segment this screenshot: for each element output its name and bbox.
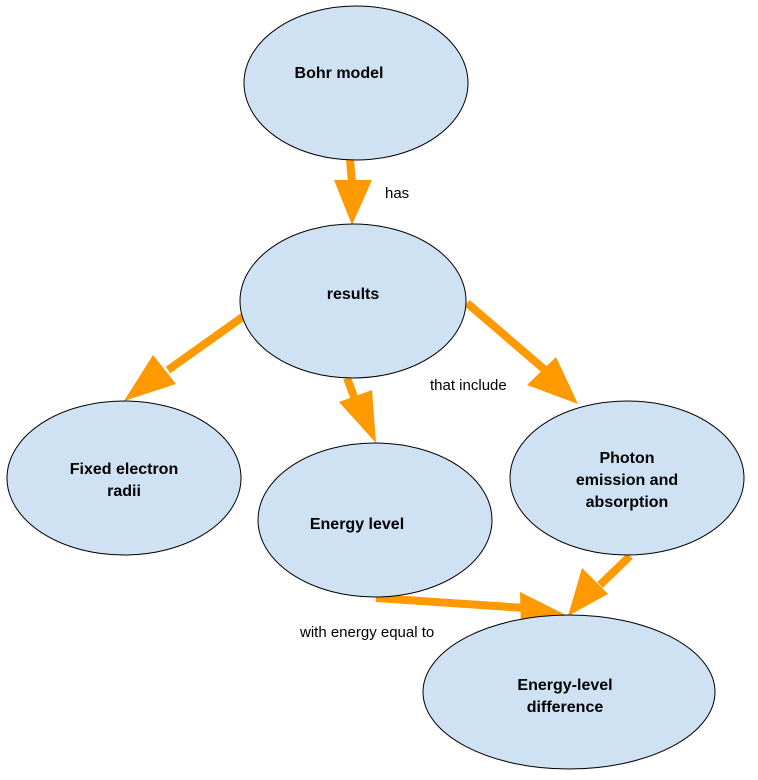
node-shape [6,400,242,556]
edge-line [597,553,633,588]
node-label: Energy-level [517,677,612,694]
node-bohr-model[interactable]: Bohr model [243,5,469,161]
edge-label-with-energy-equal-to: with energy equal to [299,624,434,641]
node-label: results [327,286,380,303]
arrowhead-icon [527,357,578,404]
arrowhead-icon [568,568,608,616]
edge-line [346,159,356,183]
node-results[interactable]: results [239,223,467,379]
node-label: absorption [586,494,669,511]
edge-results-fixed [124,312,247,401]
node-label: Fixed electron [70,461,178,478]
edge-results-energy [339,376,376,443]
node-shape [422,614,716,770]
node-shape [257,442,493,598]
node-shape [509,400,745,556]
node-shape [239,223,467,379]
node-label: radii [107,483,141,500]
arrowhead-icon [124,355,176,401]
node-label: Energy level [310,516,404,533]
node-label: emission and [576,472,678,489]
edge-results-photon [464,299,578,404]
node-energy-level-difference[interactable]: Energy-level difference [422,614,716,770]
arrowhead-icon [334,180,372,225]
node-energy-level[interactable]: Energy level [257,442,493,598]
edge-label-that-include: that include [430,377,507,394]
edge-line [464,299,548,374]
edge-photon-diff [568,553,633,616]
node-label: Bohr model [295,65,384,82]
node-label: Photon [599,450,654,467]
node-shape [243,5,469,161]
edge-bohr-results [334,159,372,225]
edge-line [375,594,526,612]
node-label: difference [527,699,604,716]
arrowhead-icon [339,390,376,443]
edge-label-has: has [385,185,409,202]
node-photon-emission-absorption[interactable]: Photon emission and absorption [509,400,745,556]
edge-line [165,312,247,374]
node-fixed-electron-radii[interactable]: Fixed electron radii [6,400,242,556]
